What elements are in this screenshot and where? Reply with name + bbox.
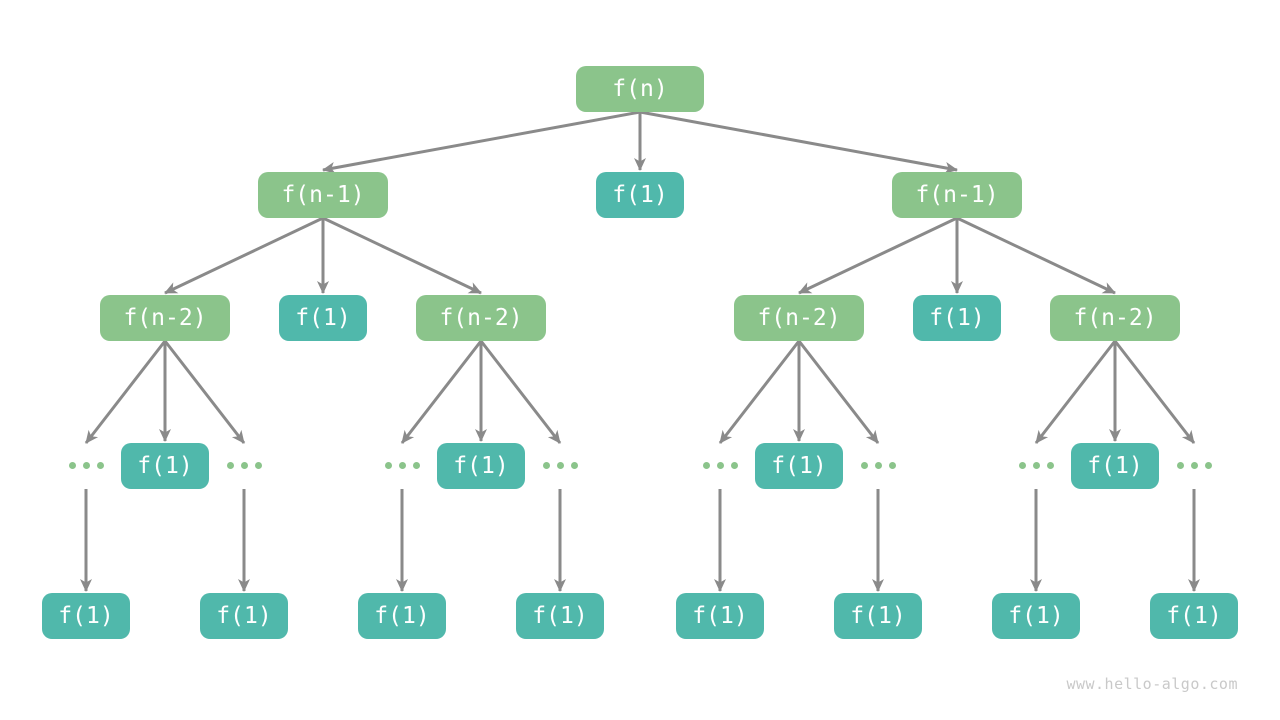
ellipsis-dot-icon — [68, 461, 76, 469]
edge-arrow — [400, 340, 483, 444]
ellipsis-dot-icon — [1018, 461, 1026, 469]
ellipsis-node — [698, 445, 742, 485]
ellipsis-node — [380, 445, 424, 485]
ellipsis-dot-icon — [702, 461, 710, 469]
ellipsis-dot-icon — [1046, 461, 1054, 469]
edge-arrow — [163, 340, 246, 444]
ellipsis-dot-icon — [254, 461, 262, 469]
ellipsis-node — [856, 445, 900, 485]
edge-arrow — [798, 216, 958, 295]
ellipsis-dot-icon — [1176, 461, 1184, 469]
ellipsis-node — [64, 445, 108, 485]
edge-arrow — [1113, 340, 1196, 444]
edge-arrow — [479, 340, 562, 444]
edge-arrow — [322, 110, 641, 174]
base-case-node: f(1) — [596, 172, 684, 218]
base-case-node: f(1) — [676, 593, 764, 639]
base-case-node: f(1) — [121, 443, 209, 489]
base-case-node: f(1) — [358, 593, 446, 639]
recursive-call-node: f(n-2) — [1050, 295, 1180, 341]
ellipsis-node — [1014, 445, 1058, 485]
ellipsis-dot-icon — [888, 461, 896, 469]
base-case-node: f(1) — [913, 295, 1001, 341]
recursive-call-node: f(n-2) — [100, 295, 230, 341]
base-case-node: f(1) — [1150, 593, 1238, 639]
base-case-node: f(1) — [992, 593, 1080, 639]
ellipsis-dot-icon — [398, 461, 406, 469]
edge-arrow — [797, 340, 880, 444]
base-case-node: f(1) — [834, 593, 922, 639]
recursive-call-node: f(n-1) — [258, 172, 388, 218]
ellipsis-dot-icon — [556, 461, 564, 469]
ellipsis-dot-icon — [82, 461, 90, 469]
base-case-node: f(1) — [42, 593, 130, 639]
ellipsis-dot-icon — [96, 461, 104, 469]
ellipsis-dot-icon — [240, 461, 248, 469]
recursive-call-node: f(n-1) — [892, 172, 1022, 218]
recursive-call-node: f(n) — [576, 66, 704, 112]
watermark: www.hello-algo.com — [1066, 675, 1238, 693]
edge-arrow — [718, 340, 801, 444]
ellipsis-node — [1172, 445, 1216, 485]
base-case-node: f(1) — [1071, 443, 1159, 489]
edge-arrow — [164, 216, 324, 295]
ellipsis-dot-icon — [1032, 461, 1040, 469]
ellipsis-dot-icon — [716, 461, 724, 469]
edge-arrow — [1034, 340, 1117, 444]
ellipsis-dot-icon — [570, 461, 578, 469]
base-case-node: f(1) — [279, 295, 367, 341]
ellipsis-dot-icon — [1204, 461, 1212, 469]
ellipsis-dot-icon — [412, 461, 420, 469]
ellipsis-dot-icon — [542, 461, 550, 469]
edge-arrow — [956, 216, 1116, 295]
base-case-node: f(1) — [200, 593, 288, 639]
recursive-call-node: f(n-2) — [734, 295, 864, 341]
ellipsis-dot-icon — [384, 461, 392, 469]
ellipsis-node — [538, 445, 582, 485]
edge-arrow — [639, 110, 958, 174]
ellipsis-dot-icon — [860, 461, 868, 469]
base-case-node: f(1) — [437, 443, 525, 489]
base-case-node: f(1) — [516, 593, 604, 639]
edge-arrow — [84, 340, 167, 444]
base-case-node: f(1) — [755, 443, 843, 489]
ellipsis-dot-icon — [1190, 461, 1198, 469]
ellipsis-dot-icon — [730, 461, 738, 469]
recursive-call-node: f(n-2) — [416, 295, 546, 341]
ellipsis-dot-icon — [226, 461, 234, 469]
ellipsis-node — [222, 445, 266, 485]
ellipsis-dot-icon — [874, 461, 882, 469]
edge-arrow — [322, 216, 482, 295]
